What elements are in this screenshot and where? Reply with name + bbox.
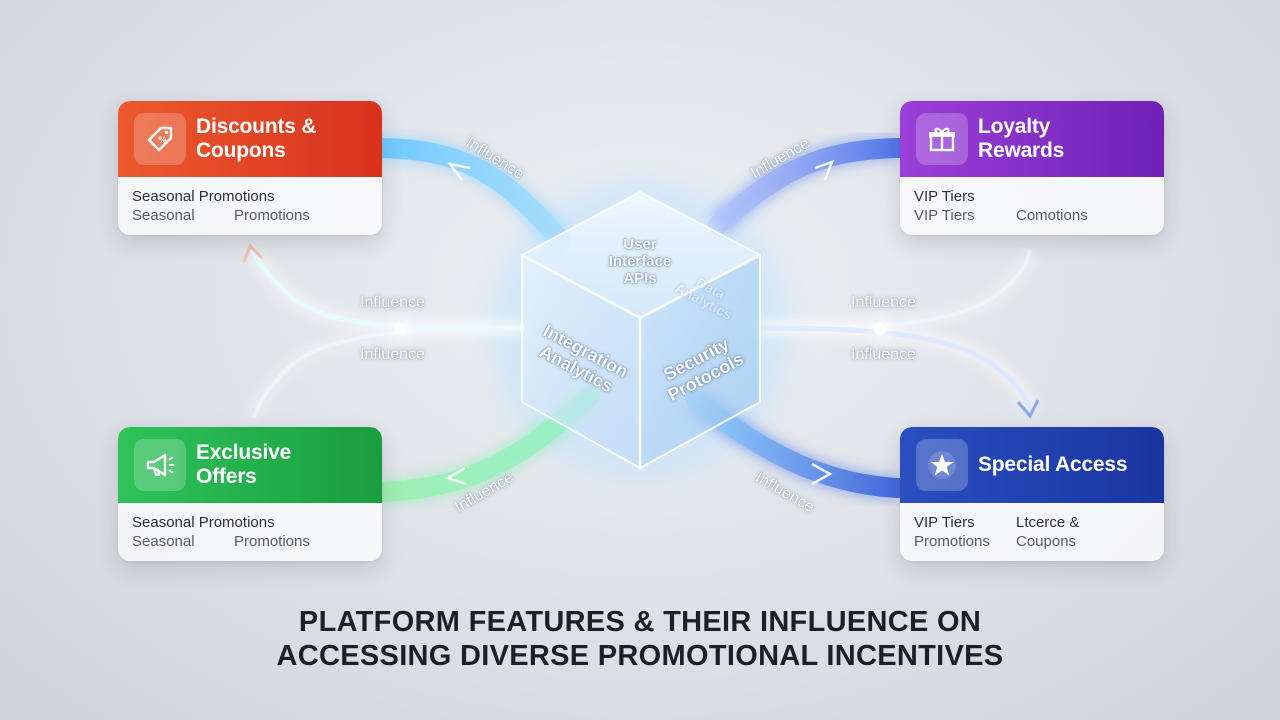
card-body: Seasonal Promotions Seasonal Promotions — [118, 177, 382, 225]
flow-mid-left — [242, 243, 526, 420]
card-row: Seasonal Promotions — [132, 188, 275, 205]
card-title: Exclusive Offers — [196, 441, 292, 488]
card-row: VIP Tiers Ltcerce & — [914, 514, 1080, 531]
price-tag-icon: % — [134, 113, 186, 165]
flow-top-left — [372, 135, 570, 250]
svg-text:%: % — [158, 136, 167, 146]
card-title: Discounts & Coupons — [196, 115, 317, 162]
title-line-2: ACCESSING DIVERSE PROMOTIONAL INCENTIVES — [276, 640, 1004, 672]
card-header: Exclusive Offers — [118, 427, 382, 503]
card-header: % Discounts & Coupons — [118, 101, 382, 177]
card-body: VIP Tiers VIP Tiers Comotions — [900, 177, 1164, 225]
card-row: VIP Tiers — [914, 188, 975, 205]
card-header: Loyalty Rewards — [900, 101, 1164, 177]
flow-label-mid-right-upper: Influence — [851, 294, 916, 311]
card-row: VIP Tiers Comotions — [914, 207, 1088, 224]
card-row: Promotions Coupons — [914, 533, 1077, 550]
flow-label-mid-left-lower: Influence — [360, 346, 425, 363]
cube-top-label: User Interface APIs — [608, 236, 672, 287]
page-title: PLATFORM FEATURES & THEIR INFLUENCE ON A… — [0, 605, 1280, 673]
flow-top-right — [708, 135, 908, 235]
flow-label-mid-left-upper: Influence — [360, 294, 425, 311]
card-exclusive-offers[interactable]: Exclusive Offers Seasonal Promotions Sea… — [118, 427, 382, 561]
flow-mid-right — [754, 248, 1040, 419]
card-row: Seasonal Promotions — [132, 207, 310, 224]
gift-icon — [916, 113, 968, 165]
card-loyalty-rewards[interactable]: Loyalty Rewards VIP Tiers VIP Tiers Como… — [900, 101, 1164, 235]
card-discounts-coupons[interactable]: % Discounts & Coupons Seasonal Promotion… — [118, 101, 382, 235]
central-cube — [519, 190, 763, 470]
star-icon — [916, 439, 968, 491]
flow-label-mid-right-lower: Influence — [851, 346, 916, 363]
card-row: Seasonal Promotions — [132, 514, 275, 531]
title-line-1: PLATFORM FEATURES & THEIR INFLUENCE ON — [298, 606, 982, 638]
card-header: Special Access — [900, 427, 1164, 503]
card-body: Seasonal Promotions Seasonal Promotions — [118, 503, 382, 551]
card-title: Loyalty Rewards — [978, 115, 1065, 162]
card-special-access[interactable]: Special Access VIP Tiers Ltcerce & Promo… — [900, 427, 1164, 561]
card-row: Seasonal Promotions — [132, 533, 310, 550]
card-body: VIP Tiers Ltcerce & Promotions Coupons — [900, 503, 1164, 551]
megaphone-icon — [134, 439, 186, 491]
card-title: Special Access — [978, 453, 1128, 476]
